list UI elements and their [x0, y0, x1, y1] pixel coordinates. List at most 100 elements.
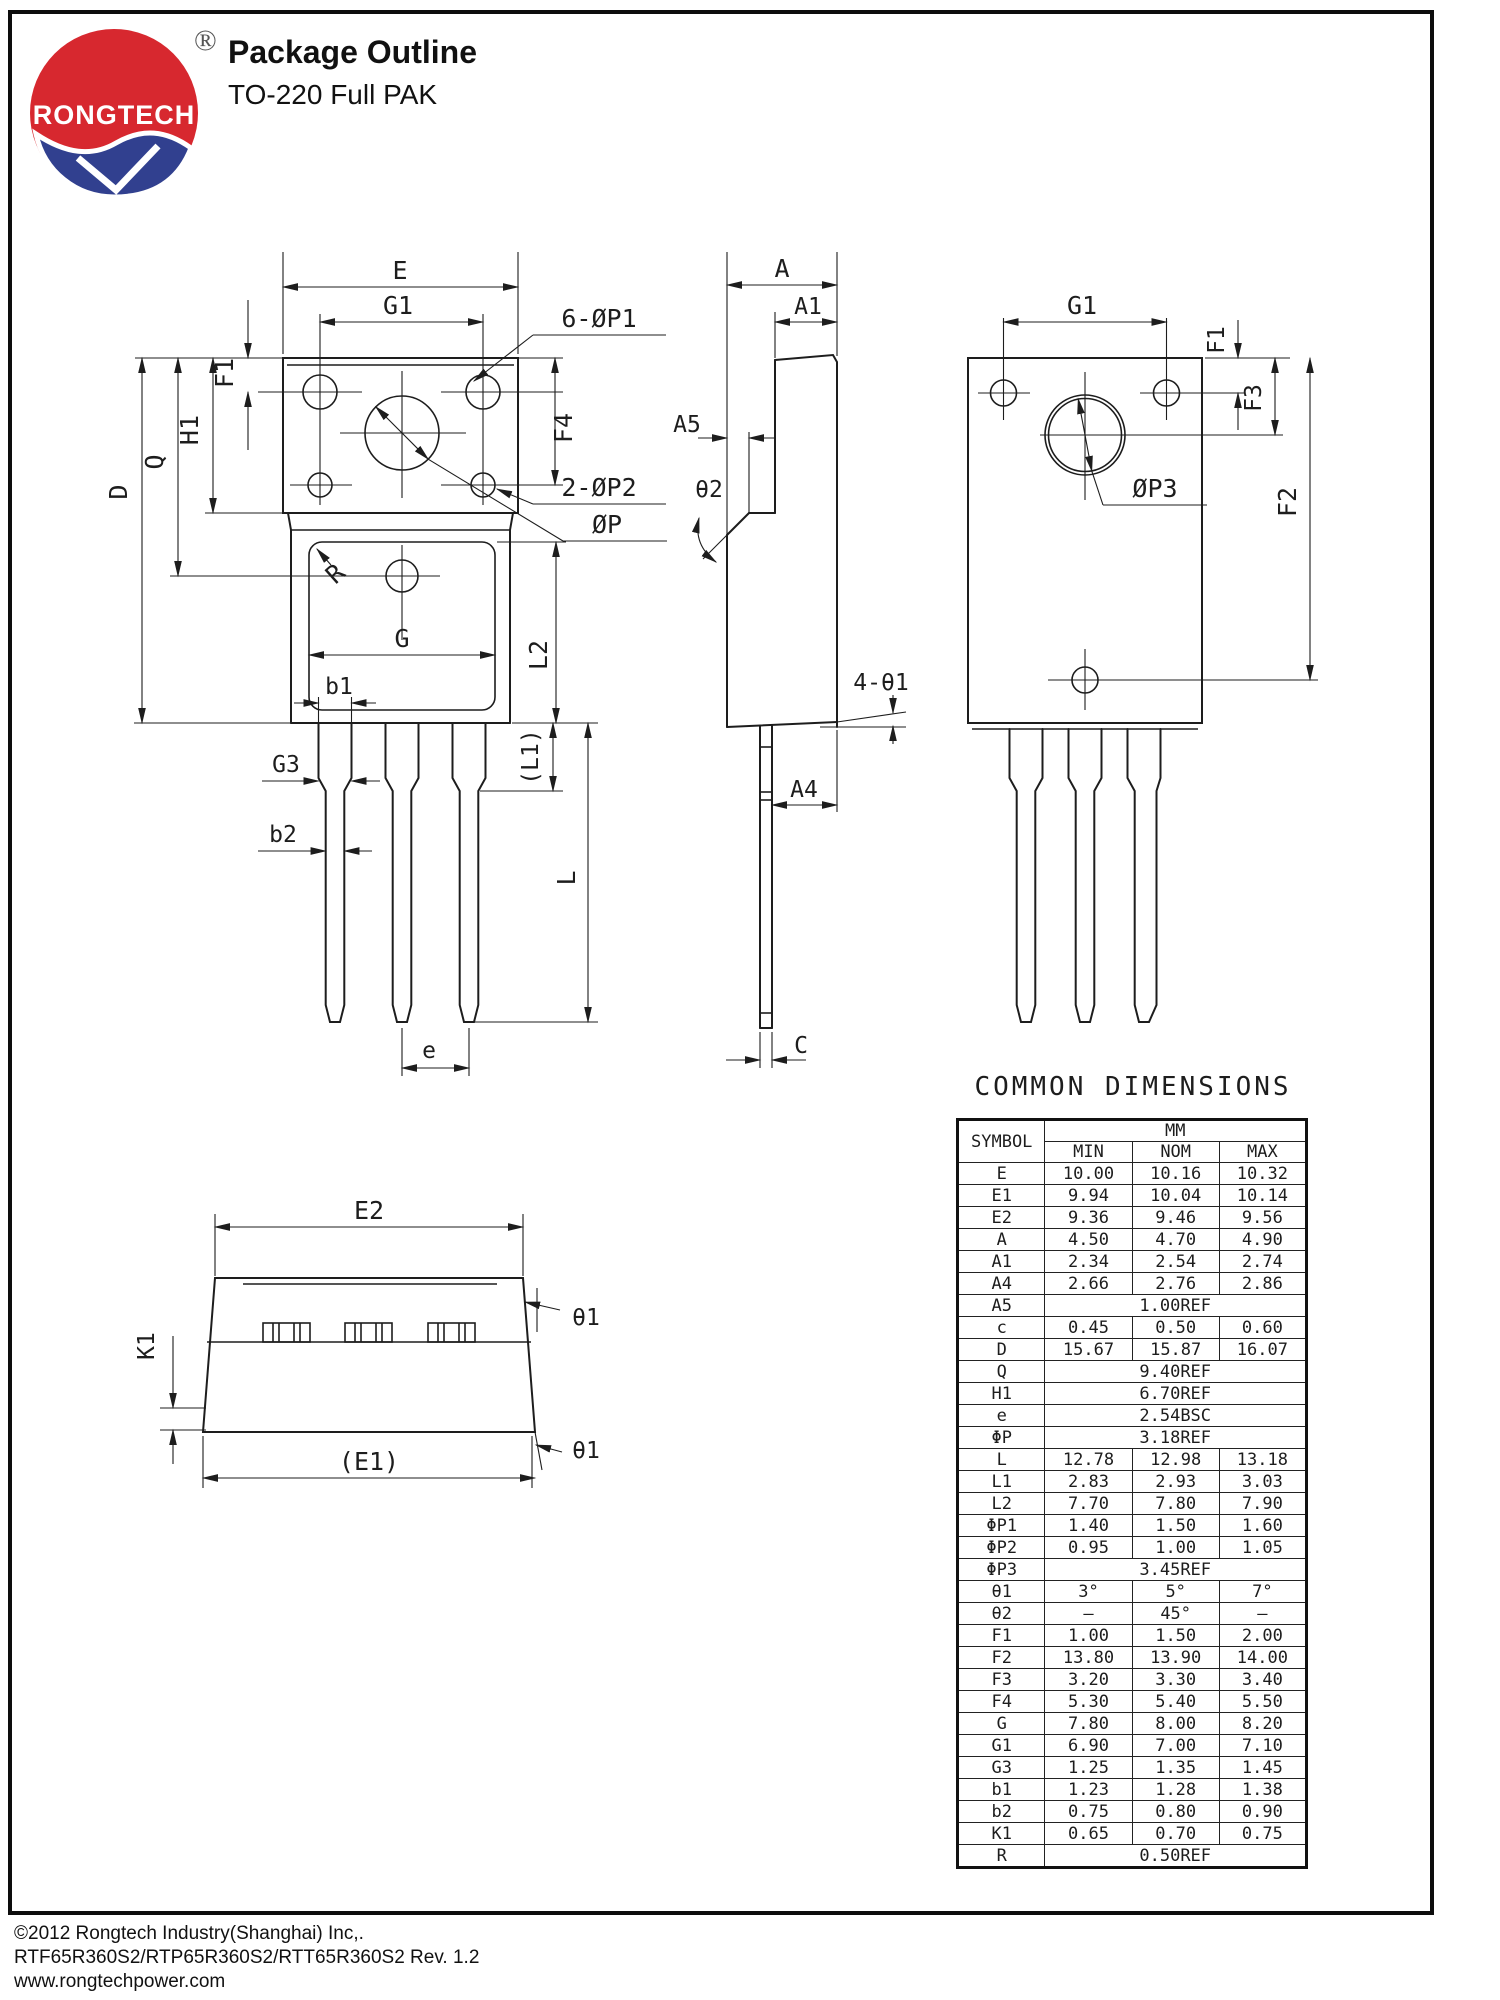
dim-label-F2: F2: [1273, 487, 1302, 517]
table-row: θ2–45°–: [956, 1602, 1308, 1625]
cell-nom: 1.00: [1131, 1536, 1220, 1559]
front-leads: [317, 722, 487, 1023]
cell-min: 1.25: [1044, 1756, 1133, 1779]
cell-span-value: 9.40REF: [1044, 1360, 1307, 1383]
page-subtitle: TO-220 Full PAK: [228, 79, 438, 110]
col-header-symbol: SYMBOL: [956, 1119, 1046, 1163]
dim-label-back-F1: F1: [1204, 326, 1230, 354]
cell-min: 1.00: [1044, 1624, 1133, 1647]
cell-nom: 15.87: [1131, 1338, 1220, 1361]
cell-max: 4.90: [1218, 1228, 1308, 1251]
cell-max: 7°: [1218, 1580, 1308, 1603]
cell-min: 6.90: [1044, 1734, 1133, 1757]
logo-text: RONGTECH: [33, 100, 196, 130]
bottom-view-drawing: E2 (E1) K1 θ1 θ1: [134, 1196, 600, 1488]
cell-nom: 10.16: [1131, 1162, 1220, 1185]
col-header-nom: NOM: [1131, 1141, 1220, 1163]
cell-min: 9.36: [1044, 1206, 1133, 1229]
cell-nom: 5°: [1131, 1580, 1220, 1603]
footer-copyright: ©2012 Rongtech Industry(Shanghai) Inc,.: [14, 1923, 364, 1944]
dim-label-theta1-bottom: θ1: [572, 1438, 600, 1464]
cell-min: 12.78: [1044, 1448, 1133, 1471]
cell-nom: 3.30: [1131, 1668, 1220, 1691]
cell-max: 2.00: [1218, 1624, 1308, 1647]
cell-symbol: E2: [956, 1206, 1046, 1229]
cell-symbol: G: [956, 1712, 1046, 1735]
front-view-drawing: E G1 F1 H1 Q D F4: [104, 252, 667, 1076]
cell-nom: 12.98: [1131, 1448, 1220, 1471]
cell-symbol: A1: [956, 1250, 1046, 1273]
cell-max: 3.03: [1218, 1470, 1308, 1493]
dim-label-Q: Q: [140, 454, 169, 469]
cell-nom: 0.50: [1131, 1316, 1220, 1339]
cell-min: 1.40: [1044, 1514, 1133, 1537]
cell-min: 0.65: [1044, 1822, 1133, 1845]
cell-span-value: 3.45REF: [1044, 1558, 1307, 1581]
cell-nom: 2.54: [1131, 1250, 1220, 1273]
cell-symbol: b2: [956, 1800, 1046, 1823]
dim-label-G1: G1: [383, 291, 413, 320]
front-body-inner-outline: [308, 541, 496, 711]
dim-label-F1: F1: [210, 358, 239, 388]
cell-symbol: A: [956, 1228, 1046, 1251]
footer-part-numbers: RTF65R360S2/RTP65R360S2/RTT65R360S2 Rev.…: [14, 1947, 480, 1968]
footer-website: www.rongtechpower.com: [14, 1971, 226, 1992]
cell-min: 5.30: [1044, 1690, 1133, 1713]
dim-label-A: A: [774, 254, 789, 283]
front-tab-outline: [282, 357, 519, 514]
dim-label-G3: G3: [272, 752, 300, 778]
cell-nom: 1.50: [1131, 1624, 1220, 1647]
dim-label-E1: (E1): [339, 1447, 399, 1476]
cell-span-value: 1.00REF: [1044, 1294, 1307, 1317]
dim-label-L: L: [552, 870, 581, 885]
cell-max: 1.05: [1218, 1536, 1308, 1559]
cell-max: 8.20: [1218, 1712, 1308, 1735]
cell-min: 13.80: [1044, 1646, 1133, 1669]
cell-max: 10.32: [1218, 1162, 1308, 1185]
cell-symbol: A4: [956, 1272, 1046, 1295]
cell-min: 3°: [1044, 1580, 1133, 1603]
dim-label-back-G1: G1: [1067, 291, 1097, 320]
dim-label-A4: A4: [790, 777, 818, 803]
cell-min: 1.23: [1044, 1778, 1133, 1801]
cell-nom: 9.46: [1131, 1206, 1220, 1229]
cell-nom: 10.04: [1131, 1184, 1220, 1207]
cell-min: 4.50: [1044, 1228, 1133, 1251]
cell-min: 7.80: [1044, 1712, 1133, 1735]
dim-label-b1: b1: [325, 674, 353, 700]
dim-label-4-theta1: 4-θ1: [853, 670, 908, 696]
registered-trademark-icon: ®: [194, 24, 217, 57]
page-title: Package Outline: [228, 34, 477, 70]
cell-max: 7.90: [1218, 1492, 1308, 1515]
common-dimensions-block: COMMON DIMENSIONS SYMBOL MM MIN NOM MAX …: [956, 1072, 1310, 1869]
page-footer: ©2012 Rongtech Industry(Shanghai) Inc,. …: [14, 1922, 479, 1994]
cell-span-value: 3.18REF: [1044, 1426, 1307, 1449]
callout-label-P3: ØP3: [1132, 474, 1177, 503]
cell-max: 1.38: [1218, 1778, 1308, 1801]
callout-label-6-P1: 6-ØP1: [561, 304, 636, 333]
cell-nom: 1.50: [1131, 1514, 1220, 1537]
cell-max: 1.45: [1218, 1756, 1308, 1779]
cell-max: 9.56: [1218, 1206, 1308, 1229]
cell-symbol: e: [956, 1404, 1046, 1427]
dim-label-E: E: [392, 256, 407, 285]
col-header-max: MAX: [1218, 1141, 1308, 1163]
cell-symbol: R: [956, 1844, 1046, 1868]
back-leads: [1008, 728, 1162, 1023]
